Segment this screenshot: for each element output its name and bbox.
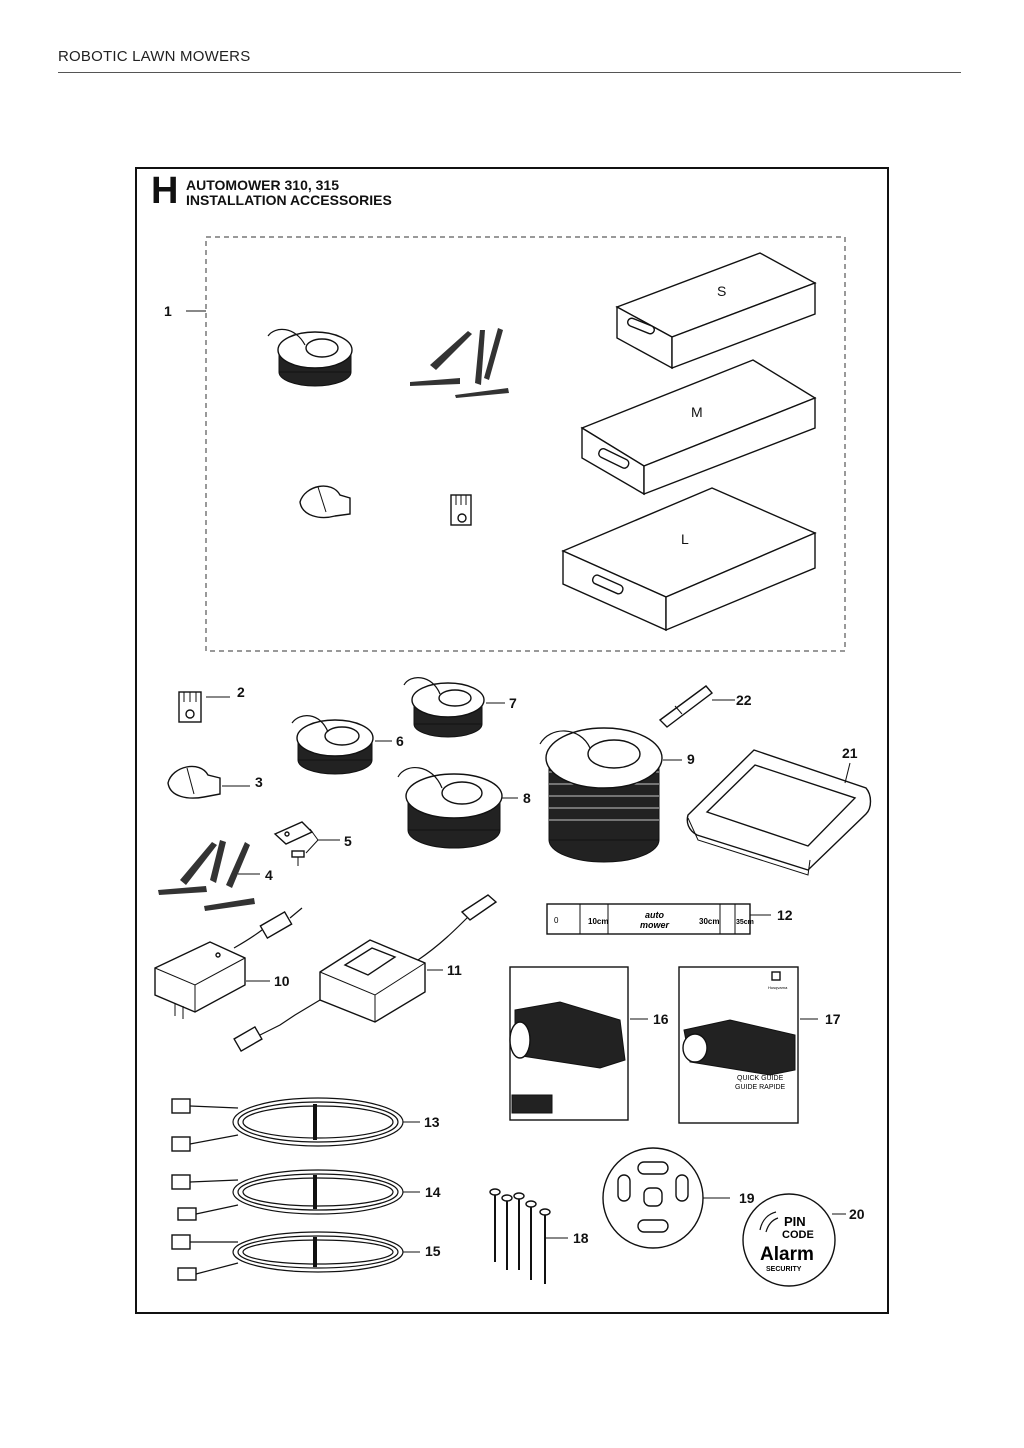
kit-coupler	[450, 494, 472, 526]
callout-20: 20	[849, 1206, 865, 1222]
callout-13: 13	[424, 1114, 440, 1130]
callout-4: 4	[265, 867, 273, 883]
booklet17-brand: Husqvarna	[768, 985, 788, 990]
kit-connector	[299, 485, 351, 519]
ruler-mark-10: 10cm	[588, 917, 608, 926]
part-3-connector	[167, 765, 250, 799]
part-5-blade-screw	[273, 821, 340, 866]
part-18-screws	[489, 1188, 568, 1284]
section-letter: H	[151, 170, 179, 212]
callout-11: 11	[447, 962, 462, 978]
page-header: ROBOTIC LAWN MOWERS	[58, 48, 251, 65]
sticker-security: SECURITY	[766, 1266, 802, 1273]
ruler-brand-line1: auto	[645, 910, 665, 920]
callout-18: 18	[573, 1230, 589, 1246]
part-20-sticker	[742, 1193, 846, 1287]
callout-16: 16	[653, 1011, 669, 1027]
part-19-template-disc	[602, 1147, 730, 1249]
callout-6: 6	[396, 733, 404, 749]
part-2-coupler	[178, 691, 230, 723]
callout-17: 17	[825, 1011, 841, 1027]
kit-box-l	[561, 487, 817, 632]
header-divider	[58, 72, 961, 73]
sticker-code: CODE	[782, 1229, 814, 1241]
part-22-bit	[658, 685, 735, 728]
sticker-alarm: Alarm	[760, 1244, 814, 1265]
part-15-cable	[171, 1231, 420, 1281]
kit-box-m	[580, 359, 817, 496]
callout-14: 14	[425, 1184, 441, 1200]
ruler-brand-line2: mower	[640, 920, 670, 930]
kit-size-l: L	[681, 531, 689, 547]
diagram-frame	[135, 167, 889, 1314]
part-17-booklet	[678, 966, 818, 1124]
callout-15: 15	[425, 1243, 441, 1259]
callout-12: 12	[777, 907, 793, 923]
kit-size-m: M	[691, 404, 703, 420]
ruler-mark-0: 0	[554, 916, 559, 925]
section-title: AUTOMOWER 310, 315 INSTALLATION ACCESSOR…	[186, 178, 392, 208]
part-6-reel	[291, 715, 392, 775]
part-12-ruler	[546, 903, 771, 935]
booklet17-line2: GUIDE RAPIDE	[735, 1084, 786, 1091]
part-10-power-adapter	[154, 907, 303, 1019]
callout-8: 8	[523, 790, 531, 806]
kit-pegs	[410, 328, 509, 398]
part-7-reel	[403, 677, 505, 738]
callout-7: 7	[509, 695, 517, 711]
part-4-pegs	[158, 840, 260, 911]
part-9-large-reel	[539, 727, 682, 863]
callout-3: 3	[255, 774, 263, 790]
kit-box-s	[615, 252, 817, 370]
callout-5: 5	[344, 833, 352, 849]
callout-9: 9	[687, 751, 695, 767]
part-21-case	[686, 749, 872, 876]
ruler-mark-30: 30cm	[699, 917, 719, 926]
callout-22: 22	[736, 692, 752, 708]
callout-21: 21	[842, 745, 858, 761]
kit-wire-reel	[267, 328, 353, 387]
sticker-pin: PIN	[784, 1214, 806, 1229]
part-8-reel	[397, 766, 518, 849]
callout-1: 1	[164, 303, 172, 319]
part-11-transformer	[233, 894, 498, 1053]
part-14-cable	[171, 1169, 420, 1221]
kit-size-s: S	[717, 283, 726, 299]
section-title-line2: INSTALLATION ACCESSORIES	[186, 192, 392, 208]
callout-10: 10	[274, 973, 290, 989]
kit-dashed-box	[205, 236, 846, 652]
part-16-booklet	[509, 966, 648, 1121]
callout-19: 19	[739, 1190, 755, 1206]
ruler-mark-35: 35cm	[736, 919, 754, 926]
part-13-cable	[171, 1097, 420, 1152]
callout-2: 2	[237, 684, 245, 700]
section-title-line1: AUTOMOWER 310, 315	[186, 177, 340, 193]
booklet17-line1: QUICK GUIDE	[737, 1075, 784, 1082]
